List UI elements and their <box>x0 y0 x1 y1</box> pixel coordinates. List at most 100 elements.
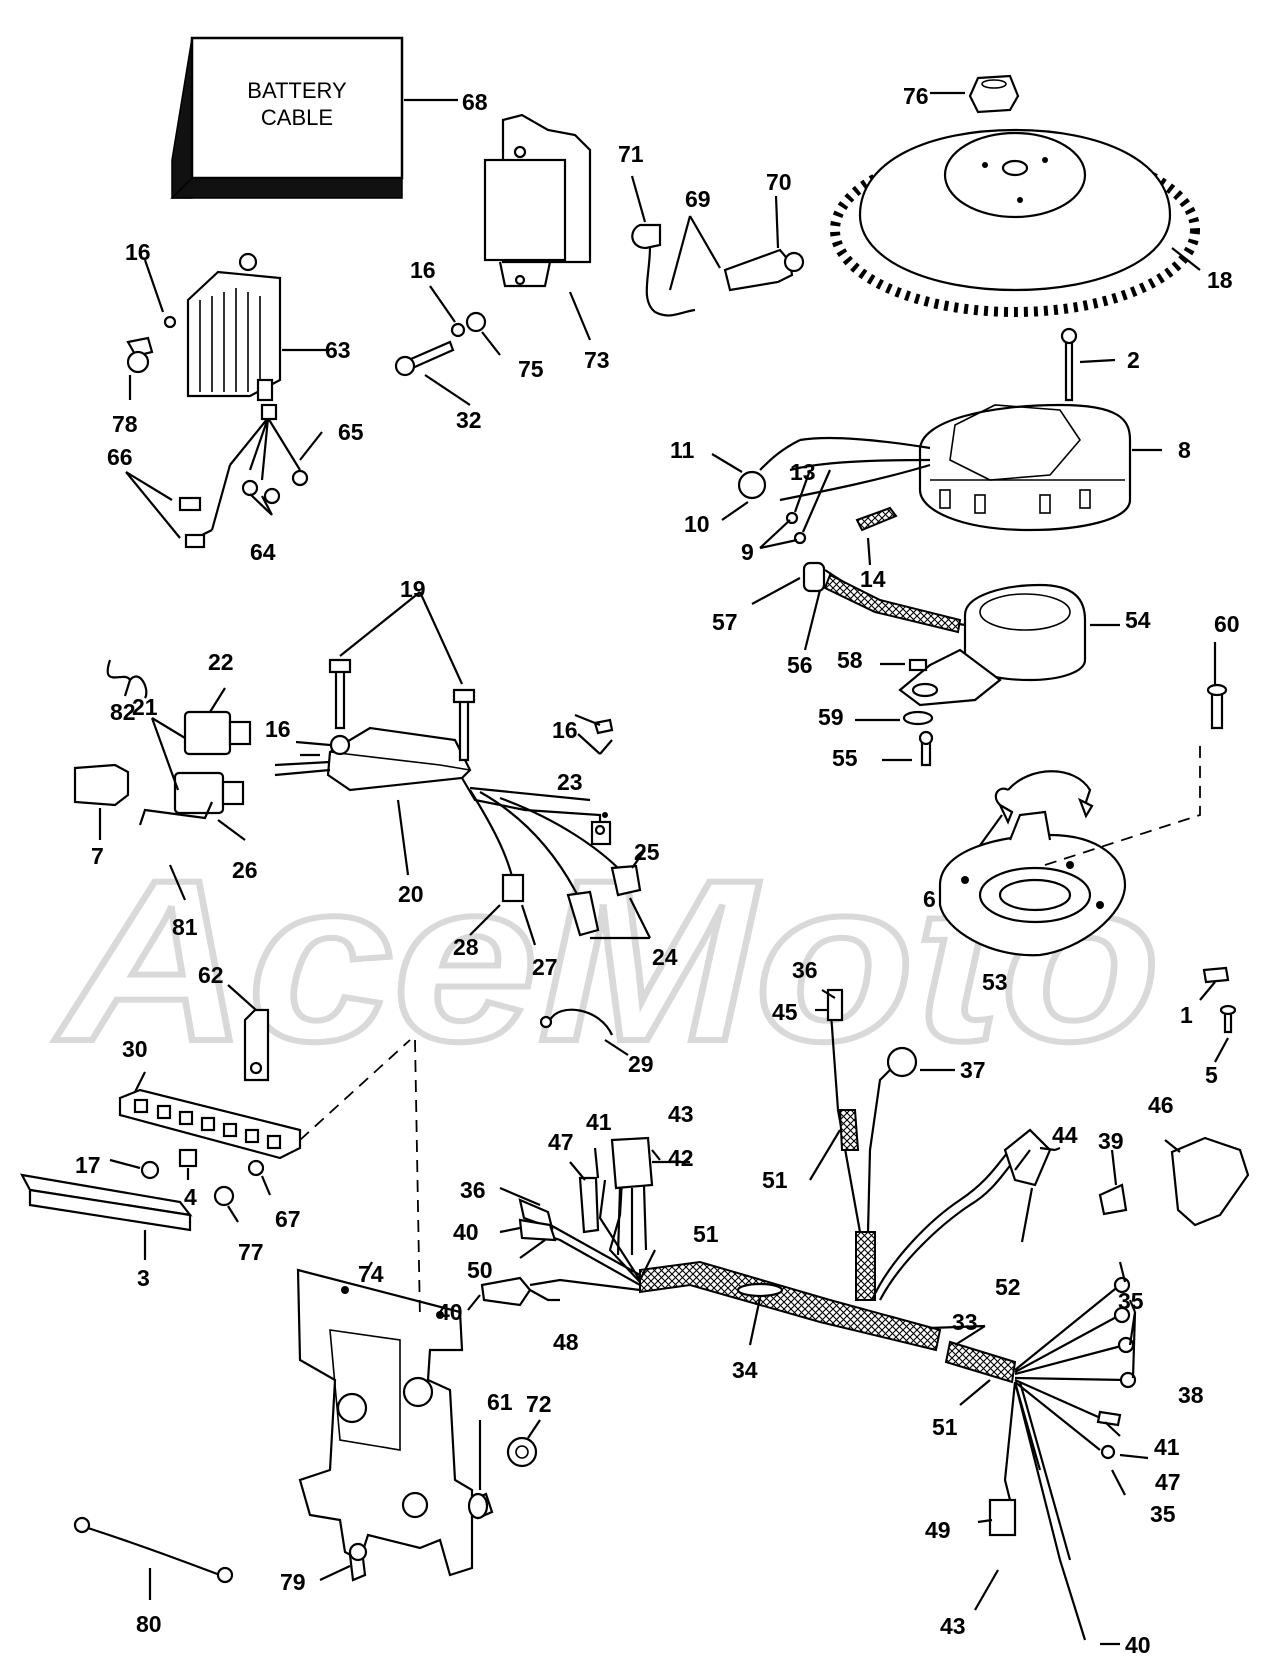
callout-61: 61 <box>487 1389 513 1415</box>
callout-70: 70 <box>766 169 792 195</box>
flywheel-part <box>830 128 1200 317</box>
battery-cable-box: BATTERY CABLE <box>170 36 404 199</box>
callout-19: 19 <box>400 576 426 602</box>
callout-72: 72 <box>526 1391 552 1417</box>
callout-39: 39 <box>1098 1128 1124 1154</box>
rectifier-part <box>186 252 282 402</box>
callout-16c: 16 <box>265 716 291 742</box>
screw-washer-part <box>394 311 487 377</box>
callout-57: 57 <box>712 609 738 635</box>
callout-36a: 36 <box>460 1177 486 1203</box>
callout-40b: 40 <box>437 1299 463 1325</box>
callout-59: 59 <box>818 704 844 730</box>
callout-49: 49 <box>925 1517 951 1543</box>
ignition-module-part <box>73 658 476 815</box>
callout-65: 65 <box>338 419 364 445</box>
callout-54: 54 <box>1125 607 1151 633</box>
callout-18: 18 <box>1207 267 1233 293</box>
callout-22: 22 <box>208 649 234 675</box>
callout-45: 45 <box>772 999 798 1025</box>
callout-16a: 16 <box>125 239 151 265</box>
callout-17: 17 <box>75 1152 101 1178</box>
callout-46: 46 <box>1148 1092 1174 1118</box>
callout-48: 48 <box>553 1329 579 1355</box>
callout-34: 34 <box>732 1357 758 1383</box>
callout-80: 80 <box>136 1611 162 1637</box>
callout-67: 67 <box>275 1206 301 1232</box>
callout-2: 2 <box>1127 347 1140 373</box>
callout-82: 82 <box>110 699 136 725</box>
main-harness-part <box>639 1128 1052 1384</box>
callout-66: 66 <box>107 444 133 470</box>
callout-37: 37 <box>960 1057 986 1083</box>
callout-60: 60 <box>1214 611 1240 637</box>
callout-3: 3 <box>137 1265 150 1291</box>
callout-58: 58 <box>837 647 863 673</box>
callout-42: 42 <box>668 1145 694 1171</box>
stator-part <box>918 403 1132 532</box>
rectifier-leads-part <box>178 403 309 549</box>
callout-68: 68 <box>462 89 488 115</box>
callout-8: 8 <box>1178 437 1191 463</box>
callout-35a: 35 <box>1118 1288 1144 1314</box>
callout-47b: 47 <box>1155 1469 1181 1495</box>
callout-5: 5 <box>1205 1062 1218 1088</box>
callout-14: 14 <box>860 566 886 592</box>
ground-lead-part <box>73 1516 234 1584</box>
callout-56: 56 <box>787 652 813 678</box>
callout-21: 21 <box>132 694 158 720</box>
callout-23: 23 <box>557 769 583 795</box>
terminal-cover-part <box>19 1173 193 1232</box>
retaining-ring-part <box>994 770 1094 825</box>
callout-28: 28 <box>453 934 479 960</box>
callout-78: 78 <box>112 411 138 437</box>
callout-38: 38 <box>1178 1382 1204 1408</box>
callout-41a: 41 <box>586 1109 612 1135</box>
callout-32: 32 <box>456 407 482 433</box>
callout-51a: 51 <box>762 1167 788 1193</box>
battery-cable-label-line1: BATTERY <box>247 78 347 103</box>
flywheel-nut-part <box>968 74 1020 114</box>
callout-53: 53 <box>982 969 1008 995</box>
callout-16d: 16 <box>552 717 578 743</box>
callout-52: 52 <box>995 1274 1021 1300</box>
callout-10: 10 <box>684 511 710 537</box>
callout-27: 27 <box>532 954 558 980</box>
callout-25: 25 <box>634 839 660 865</box>
callout-62: 62 <box>198 962 224 988</box>
mounting-plate-part <box>296 1268 474 1577</box>
callout-43a: 43 <box>668 1101 694 1127</box>
callout-4: 4 <box>184 1184 197 1210</box>
sensor-coil-part <box>802 561 1087 707</box>
callout-69: 69 <box>685 186 711 212</box>
callout-11: 11 <box>670 437 695 463</box>
callout-24: 24 <box>652 944 678 970</box>
spark-plug-lead-part <box>631 223 805 317</box>
callout-63: 63 <box>325 337 351 363</box>
callout-73: 73 <box>584 347 610 373</box>
callout-7: 7 <box>91 843 104 869</box>
callout-71: 71 <box>618 141 644 167</box>
terminal-block-part <box>118 1088 302 1160</box>
callout-77: 77 <box>238 1239 264 1265</box>
callout-29: 29 <box>628 1051 654 1077</box>
callout-76: 76 <box>903 83 929 109</box>
callout-41b: 41 <box>1154 1434 1180 1460</box>
callout-16b: 16 <box>410 257 436 283</box>
callout-64: 64 <box>250 539 276 565</box>
armature-plate-part <box>938 810 1127 957</box>
power-pack-part <box>483 113 592 288</box>
callout-44: 44 <box>1052 1122 1078 1148</box>
callout-35b: 35 <box>1150 1501 1176 1527</box>
callout-81: 81 <box>172 914 198 940</box>
callout-36b: 36 <box>792 957 818 983</box>
callout-26: 26 <box>232 857 258 883</box>
callout-75: 75 <box>518 356 544 382</box>
callout-13: 13 <box>790 459 816 485</box>
battery-cable-label-line2: CABLE <box>261 105 333 130</box>
callout-51b: 51 <box>693 1221 719 1247</box>
callout-6: 6 <box>923 886 936 912</box>
callout-55: 55 <box>832 745 858 771</box>
